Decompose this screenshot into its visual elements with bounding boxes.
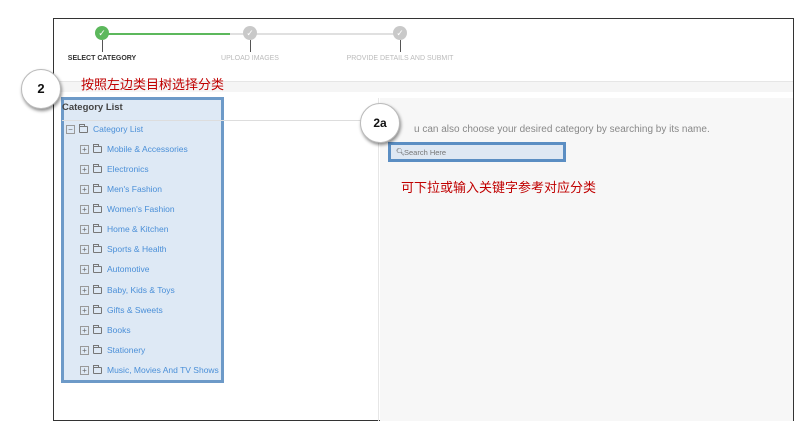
check-icon: ✓ xyxy=(243,26,257,40)
tree-item-label[interactable]: Sports & Health xyxy=(107,244,167,254)
tree-item-label[interactable]: Baby, Kids & Toys xyxy=(107,285,175,295)
step-badge-2a: 2a xyxy=(360,103,400,143)
tree-item-label[interactable]: Books xyxy=(107,325,131,335)
folder-icon xyxy=(93,244,102,253)
folder-icon xyxy=(93,264,102,273)
expand-icon[interactable]: + xyxy=(80,306,89,315)
tree-item-label[interactable]: Music, Movies And TV Shows xyxy=(107,365,219,375)
expand-icon[interactable]: + xyxy=(80,225,89,234)
folder-icon xyxy=(93,164,102,173)
tree-item-label[interactable]: Automotive xyxy=(107,264,150,274)
progress-stepper: ✓ SELECT CATEGORY ✓ UPLOAD IMAGES ✓ PROV… xyxy=(54,19,793,82)
folder-icon xyxy=(93,305,102,314)
search-box-highlight[interactable]: 🔍︎ xyxy=(388,142,566,162)
step-line-pending xyxy=(230,33,400,35)
tree-root-label[interactable]: Category List xyxy=(93,124,144,134)
folder-icon xyxy=(93,365,102,374)
expand-icon[interactable]: + xyxy=(80,145,89,154)
collapse-icon[interactable]: − xyxy=(66,125,75,134)
search-hint-text: u can also choose your desired category … xyxy=(414,124,710,135)
step-label-upload-images[interactable]: UPLOAD IMAGES xyxy=(221,55,279,62)
divider xyxy=(62,120,380,121)
folder-icon xyxy=(93,144,102,153)
tree-item-label[interactable]: Home & Kitchen xyxy=(107,224,169,234)
step-line-done xyxy=(102,33,230,35)
folder-icon xyxy=(93,285,102,294)
check-icon: ✓ xyxy=(393,26,407,40)
folder-icon xyxy=(93,184,102,193)
category-panel xyxy=(62,98,379,421)
expand-icon[interactable]: + xyxy=(80,286,89,295)
expand-icon[interactable]: + xyxy=(80,205,89,214)
tree-item-label[interactable]: Mobile & Accessories xyxy=(107,144,188,154)
divider-band xyxy=(54,82,793,92)
expand-icon[interactable]: + xyxy=(80,185,89,194)
tree-item-label[interactable]: Stationery xyxy=(107,345,146,355)
search-input[interactable] xyxy=(404,145,559,159)
search-icon: 🔍︎ xyxy=(396,149,405,156)
tree-item-label[interactable]: Electronics xyxy=(107,164,149,174)
folder-icon xyxy=(93,204,102,213)
tree-item-label[interactable]: Gifts & Sweets xyxy=(107,305,163,315)
category-list-title: Category List xyxy=(62,102,123,113)
step-badge-2: 2 xyxy=(21,69,61,109)
annotation-search-note: 可下拉或输入关键字参考对应分类 xyxy=(401,181,597,196)
step-stem xyxy=(400,40,401,52)
folder-icon xyxy=(93,345,102,354)
expand-icon[interactable]: + xyxy=(80,366,89,375)
folder-icon xyxy=(79,124,88,133)
step-stem xyxy=(102,40,103,52)
step-stem xyxy=(250,40,251,52)
folder-icon xyxy=(93,224,102,233)
step-label-provide-details[interactable]: PROVIDE DETAILS AND SUBMIT xyxy=(346,55,454,62)
expand-icon[interactable]: + xyxy=(80,245,89,254)
expand-icon[interactable]: + xyxy=(80,346,89,355)
annotation-tree-note: 按照左边类目树选择分类 xyxy=(81,78,225,93)
step-label-select-category[interactable]: SELECT CATEGORY xyxy=(67,55,137,62)
check-icon: ✓ xyxy=(95,26,109,40)
folder-icon xyxy=(93,325,102,334)
category-tree-highlight xyxy=(61,97,224,383)
expand-icon[interactable]: + xyxy=(80,326,89,335)
tree-item-label[interactable]: Men's Fashion xyxy=(107,184,163,194)
expand-icon[interactable]: + xyxy=(80,165,89,174)
expand-icon[interactable]: + xyxy=(80,265,89,274)
tree-item-label[interactable]: Women's Fashion xyxy=(107,204,175,214)
